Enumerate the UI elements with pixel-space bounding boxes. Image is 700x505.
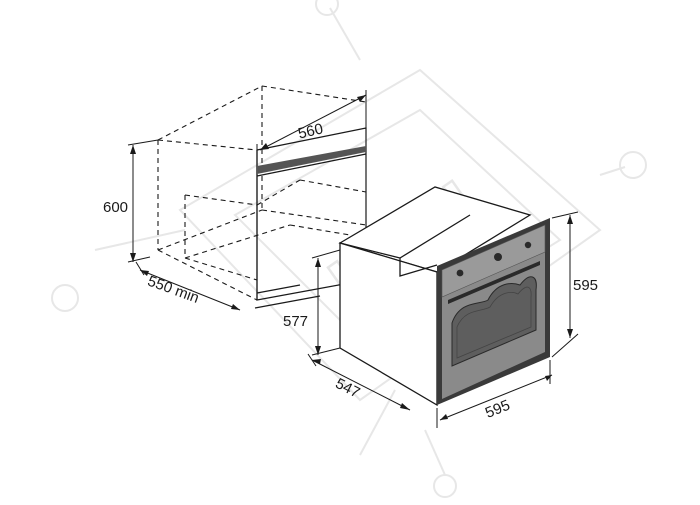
niche-outline [157, 85, 367, 301]
niche-top-strip [257, 146, 366, 174]
oven-body [338, 186, 532, 407]
oven-knob-left [456, 269, 464, 277]
niche-width-label: 560 [297, 120, 325, 142]
dimension-lines-niche [127, 90, 367, 311]
niche-depth-label: 550 min [145, 273, 201, 307]
oven-door-handle [448, 261, 540, 304]
oven-knob-right [524, 241, 532, 249]
dimension-lines-oven [307, 211, 579, 428]
oven-body-height-label: 577 [283, 313, 308, 330]
oven-door-window [451, 276, 537, 367]
oven-control-strip [441, 224, 546, 298]
oven-front [437, 218, 550, 405]
oven-knob-center [494, 253, 502, 261]
niche-height-label: 600 [103, 199, 128, 216]
watermark [51, 0, 647, 498]
oven-front-height-label: 595 [573, 277, 598, 294]
dimension-arrows-oven [312, 215, 573, 420]
dimension-arrows-niche [130, 95, 366, 310]
oven-door-window-inner [456, 286, 532, 359]
